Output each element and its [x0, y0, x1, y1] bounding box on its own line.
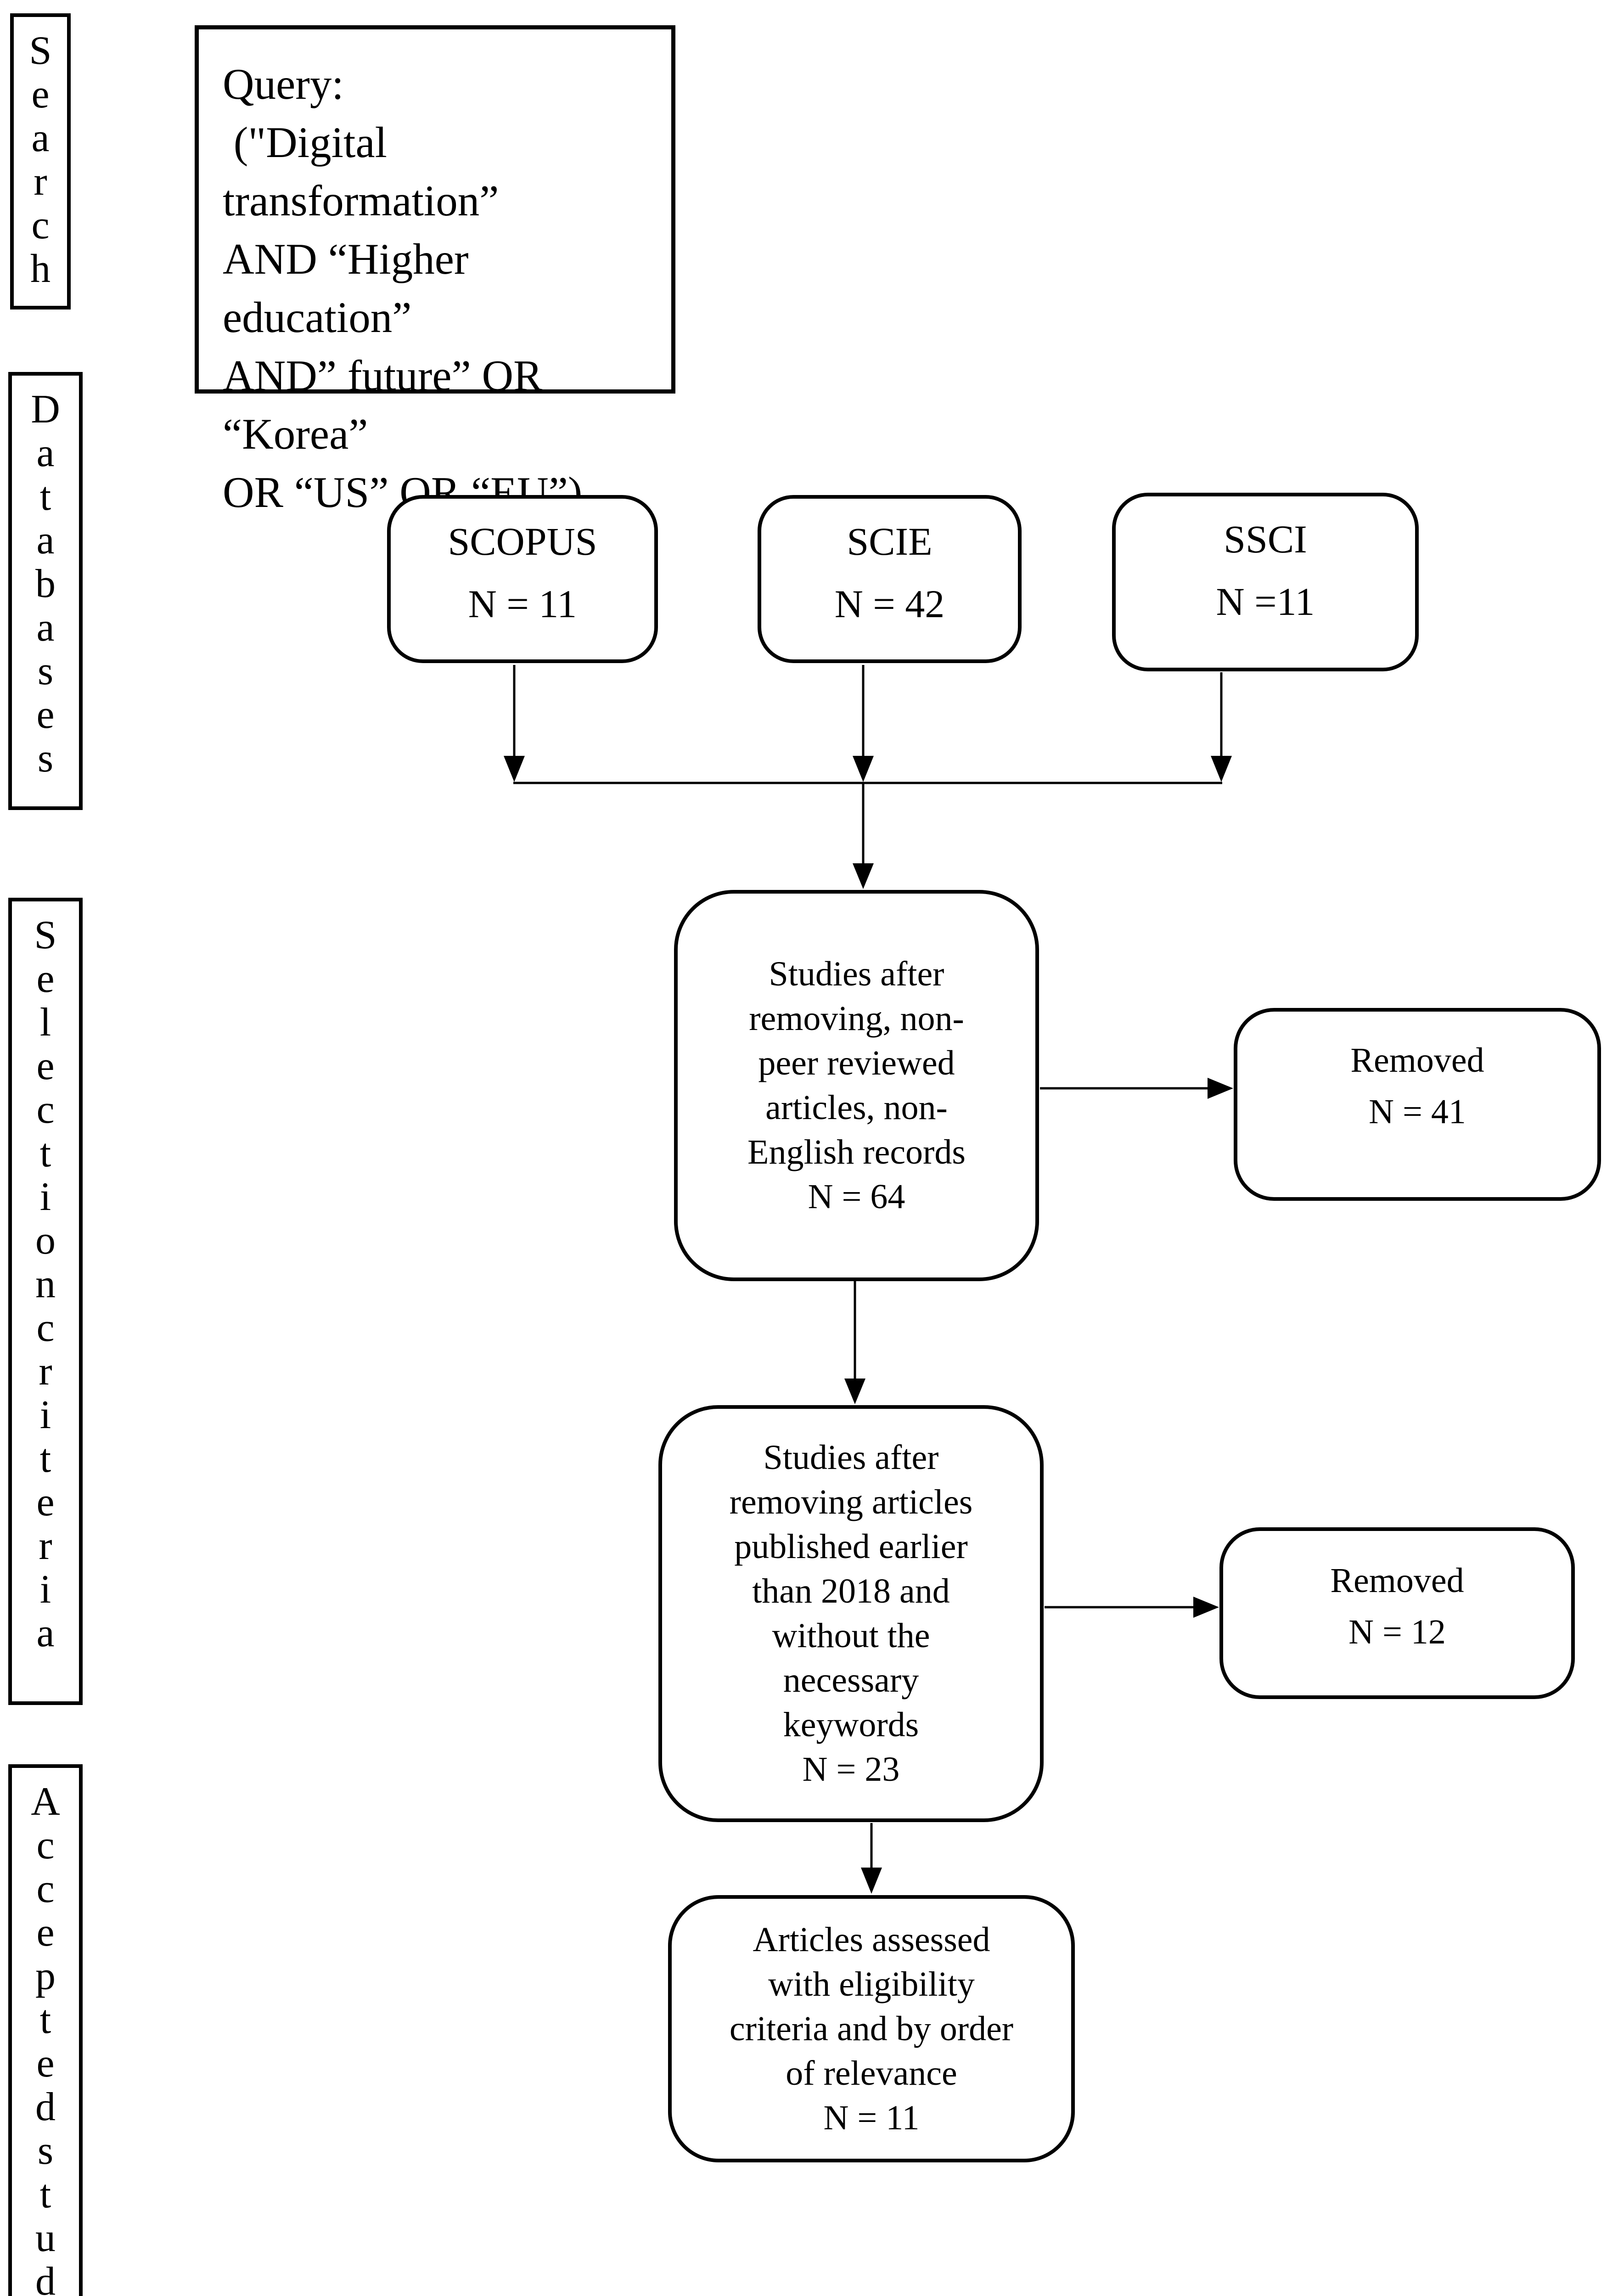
database-count: N =11 — [1216, 580, 1315, 624]
flow-box-screening-text: Studies after removing, non- peer review… — [747, 955, 966, 1216]
database-name: SCOPUS — [448, 519, 597, 563]
arrow-ssci-to-merge — [1211, 672, 1232, 782]
flow-box-screening: Studies after removing, non- peer review… — [674, 890, 1039, 1281]
arrow-scie-to-merge — [853, 665, 874, 782]
flow-box-keyword-filter: Studies after removing articles publishe… — [658, 1405, 1044, 1822]
database-box-scie: SCIE N = 42 — [758, 495, 1022, 663]
arrow-scopus-to-merge — [504, 665, 525, 782]
removed-box-first-text: Removed N = 41 — [1350, 1041, 1484, 1131]
arrow-keyword-filter-to-eligibility — [861, 1823, 882, 1894]
database-box-scopus: SCOPUS N = 11 — [387, 495, 658, 663]
stage-label-accepted-studies: Acceptedstudies — [8, 1764, 83, 2296]
arrow-screening-to-keyword-filter — [844, 1281, 865, 1404]
arrow-merge-to-screening — [853, 783, 874, 889]
flow-box-eligibility-text: Articles assessed with eligibility crite… — [729, 1920, 1014, 2137]
removed-box-first: Removed N = 41 — [1234, 1008, 1601, 1201]
query-box: Query: ("Digital transformation” AND “Hi… — [195, 25, 675, 517]
database-name: SSCI — [1224, 517, 1307, 561]
database-box-ssci: SSCI N =11 — [1112, 493, 1419, 671]
database-count: N = 42 — [834, 582, 945, 626]
database-count: N = 11 — [468, 582, 577, 626]
arrow-keyword-filter-to-removed-12 — [1045, 1597, 1219, 1618]
removed-box-second: Removed N = 12 — [1219, 1527, 1575, 1699]
arrow-screening-to-removed-41 — [1040, 1078, 1233, 1099]
query-text: Query: ("Digital transformation” AND “Hi… — [223, 60, 583, 517]
flow-box-keyword-filter-text: Studies after removing articles publishe… — [729, 1438, 973, 1789]
stage-label-accepted-studies-text: Acceptedstudies — [31, 1779, 60, 2296]
removed-box-second-text: Removed N = 12 — [1330, 1561, 1464, 1651]
flow-box-eligibility: Articles assessed with eligibility crite… — [668, 1895, 1075, 2162]
database-name: SCIE — [847, 519, 933, 563]
